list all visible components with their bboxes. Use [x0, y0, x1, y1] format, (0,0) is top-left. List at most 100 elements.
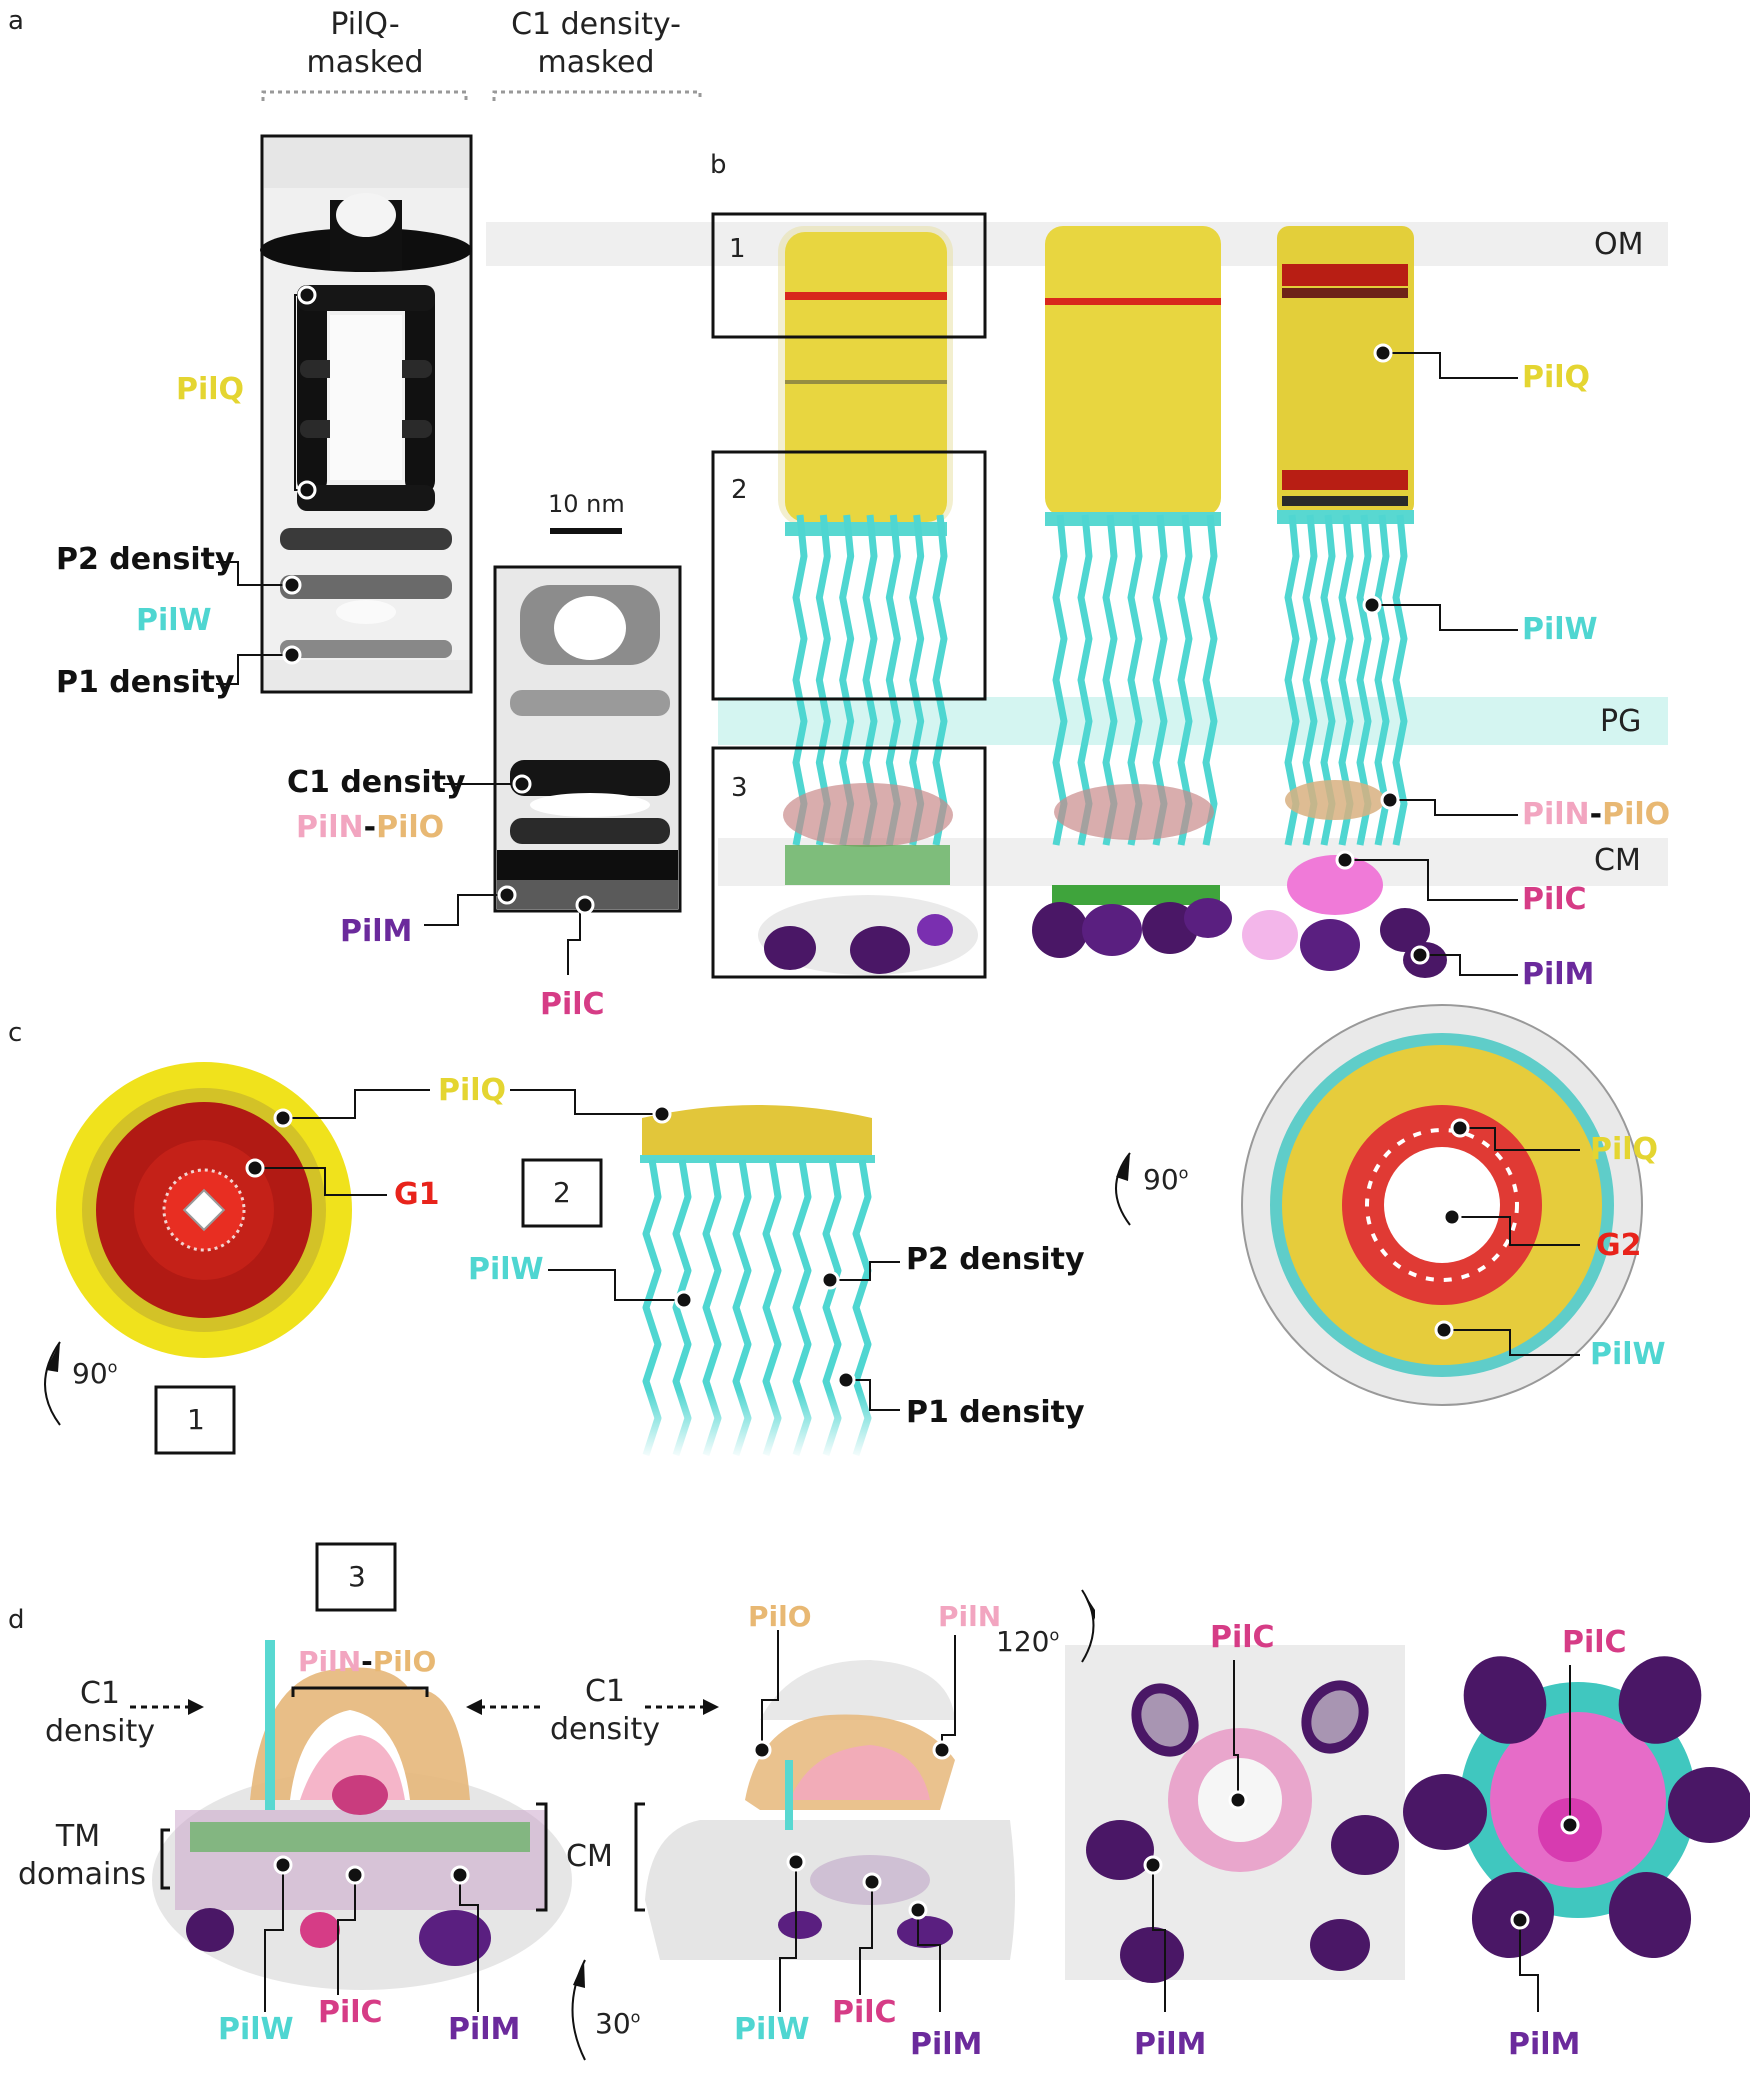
- panel-a-dots: [282, 285, 595, 915]
- label-d-piln-pilo: PilN-PilO: [298, 1645, 436, 1678]
- rotation-d-120-value: 120: [996, 1625, 1050, 1658]
- label-d-c1-mid: C1 density: [550, 1673, 660, 1748]
- label-d-c1-left-line1: C1: [79, 1676, 121, 1711]
- pilw-strand: [1177, 514, 1193, 846]
- rotation-c-left: 90o: [72, 1357, 117, 1390]
- label-c-pilq: PilQ: [438, 1073, 507, 1108]
- label-b-piln: PilN: [1522, 797, 1590, 832]
- pilw-strand: [1374, 514, 1390, 846]
- pilw-strand: [1392, 514, 1408, 846]
- label-d-cm: CM: [566, 1839, 613, 1874]
- rotation-d-30: 30o: [595, 2007, 640, 2040]
- label-b-pilq: PilQ: [1522, 360, 1591, 395]
- label-d-pilc-r2: PilC: [1562, 1625, 1627, 1660]
- label-b-pilw: PilW: [1522, 612, 1598, 647]
- label-a-c1: C1 density: [287, 765, 466, 800]
- panel-c-boxes: [154, 1158, 603, 1455]
- header-pilq-masked: PilQ- masked: [275, 6, 455, 81]
- rotation-d-120: 120o: [996, 1625, 1059, 1658]
- label-c-pilw-right: PilW: [1590, 1337, 1666, 1372]
- header-bracket-left: [261, 90, 468, 101]
- label-a-pilm: PilM: [340, 914, 413, 949]
- pilw-strands-fade: [620, 1390, 890, 1460]
- label-d-pilm-r2: PilM: [1508, 2027, 1581, 2062]
- label-d-c1-mid-line2: density: [550, 1711, 660, 1747]
- d-model-1: [152, 1640, 572, 1990]
- d-model-2: [645, 1660, 1015, 1960]
- box-1-number: 1: [729, 234, 746, 264]
- rotation-c-right-value: 90: [1143, 1163, 1179, 1196]
- rotation-c-left-value: 90: [72, 1357, 108, 1390]
- label-c-g2: G2: [1596, 1228, 1642, 1263]
- d-model-4: [1403, 1656, 1750, 1959]
- pilw-strand: [932, 514, 948, 846]
- panel-c-leaders: [255, 1089, 1580, 1411]
- panel-b-dots: [1335, 343, 1430, 965]
- gate-g2-model: [1241, 1004, 1643, 1406]
- label-a-p1: P1 density: [56, 665, 235, 700]
- pilw-strand: [1202, 514, 1218, 846]
- rotation-d-120-sup: o: [1049, 1625, 1060, 1645]
- pg-band: [718, 697, 1668, 745]
- label-d-c1-left-line2: density: [45, 1713, 155, 1749]
- gate-g1-model: [56, 1062, 352, 1358]
- label-d-piln-mid: PilN: [938, 1600, 1002, 1633]
- pilw-strand: [792, 514, 808, 846]
- panel-d-rot-heads: [573, 1590, 1095, 1988]
- panel-d-brackets: [160, 1686, 645, 1912]
- rotation-c-right-sup: o: [1178, 1163, 1189, 1183]
- panel-letter-d: d: [8, 1605, 25, 1635]
- label-d-pilo-mid: PilO: [748, 1600, 812, 1633]
- panel-letter-b: b: [710, 150, 727, 180]
- rotation-d-30-value: 30: [595, 2007, 631, 2040]
- label-a-pilo: PilO: [376, 810, 445, 845]
- box-d-3-number: 3: [348, 1560, 366, 1593]
- panel-b-leaders: [1345, 352, 1518, 976]
- box-c-2-number: 2: [553, 1176, 571, 1209]
- label-b-pilc: PilC: [1522, 882, 1587, 917]
- label-d-tm: TM domains: [18, 1818, 146, 1893]
- label-c-g1: G1: [394, 1177, 440, 1212]
- label-d-piln: PilN: [298, 1645, 362, 1678]
- rotation-c-left-sup: o: [107, 1357, 118, 1377]
- header-pilq-masked-line1: PilQ-: [330, 7, 400, 42]
- pilw-box-2-model: [640, 1105, 875, 1163]
- panel-c-dots: [245, 1104, 1470, 1390]
- label-c-pilw: PilW: [468, 1252, 544, 1287]
- label-d-dash: -: [361, 1645, 373, 1678]
- label-a-piln-pilo: PilN-PilO: [296, 810, 444, 845]
- header-c1-masked-line1: C1 density-: [511, 7, 681, 42]
- base-assemblies: [758, 780, 1447, 978]
- label-d-tm-line1: TM: [55, 1819, 101, 1854]
- label-c-p2: P2 density: [906, 1242, 1085, 1277]
- header-c1-masked-line2: masked: [537, 44, 655, 80]
- panel-d-dots: [273, 1740, 1580, 1930]
- rotation-d-30-sup: o: [630, 2007, 641, 2027]
- band-om-label: OM: [1594, 227, 1644, 262]
- band-cm-label: CM: [1594, 843, 1641, 878]
- label-d-c1-mid-line1: C1: [584, 1674, 626, 1709]
- label-a-p2: P2 density: [56, 542, 235, 577]
- label-d-pilc: PilC: [318, 1995, 383, 2030]
- box-c-1-number: 1: [187, 1403, 205, 1436]
- label-c-p1: P1 density: [906, 1395, 1085, 1430]
- panel-d-leaders: [264, 1630, 1571, 2012]
- box-3-number: 3: [731, 773, 748, 803]
- pilw-strand: [1052, 514, 1068, 846]
- panel-c-rotation-arrows: [44, 1152, 1131, 1426]
- complex-model-middle: [1045, 226, 1221, 526]
- header-c1-masked: C1 density- masked: [486, 6, 706, 81]
- box-3: [315, 1542, 397, 1612]
- label-d-tm-line2: domains: [18, 1856, 146, 1892]
- label-d-pilc-mid: PilC: [832, 1995, 897, 2030]
- panel-d-arrowheads: [188, 1699, 719, 1715]
- c1-masked-density-image: [493, 565, 682, 913]
- scale-bar-label: 10 nm: [548, 490, 625, 518]
- label-d-pilc-r1: PilC: [1210, 1620, 1275, 1655]
- label-a-dash: -: [363, 810, 377, 845]
- label-b-dash: -: [1589, 797, 1603, 832]
- label-a-pilc: PilC: [540, 987, 605, 1022]
- label-d-pilm-mid: PilM: [910, 2027, 983, 2062]
